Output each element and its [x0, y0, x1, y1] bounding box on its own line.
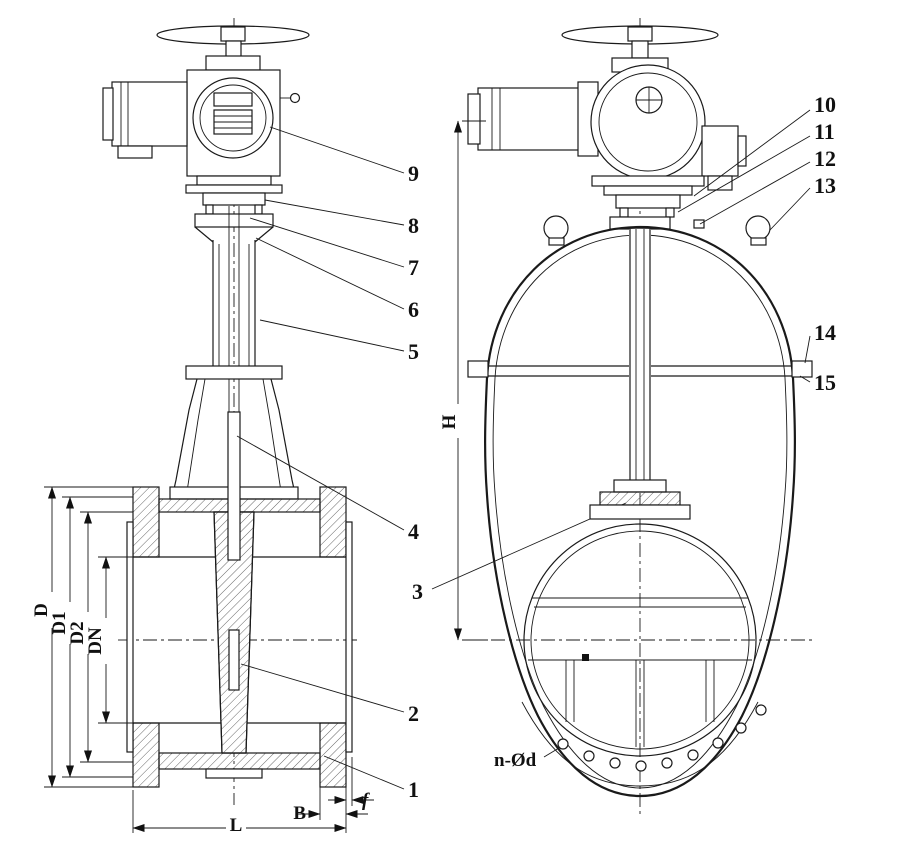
bolt-hole [687, 749, 699, 761]
bolt-hole [712, 737, 724, 749]
callouts-left: 9 8 7 6 5 4 3 2 1 [236, 126, 627, 802]
callout-4-label: 4 [408, 519, 419, 544]
dimension-D: D [31, 486, 133, 788]
callout-9-leader [269, 126, 405, 174]
callout-10-leader [693, 109, 811, 197]
callout-6-label: 6 [408, 297, 419, 322]
callout-13-label: 13 [814, 173, 836, 198]
dim-label-f: f [362, 790, 370, 811]
actuator-left [102, 55, 301, 194]
gate-wedge-left [213, 411, 255, 754]
bolt-hole [661, 757, 673, 769]
dim-label-B: B [293, 803, 306, 824]
bolt-pattern-label: n-Ød [494, 747, 560, 771]
dimension-D2: D2 [67, 511, 133, 763]
eyebolt-right-icon [745, 215, 771, 241]
stem-cover-right [589, 229, 691, 520]
callout-7-label: 7 [408, 255, 419, 280]
cable-gland-icon [707, 175, 733, 191]
dim-label-D1: D1 [49, 611, 70, 634]
callout-12-label: 12 [814, 146, 836, 171]
dimension-f: f [328, 757, 374, 811]
callout-14-label: 14 [814, 320, 836, 345]
callout-11-label: 11 [814, 119, 835, 144]
valve-body-left [126, 486, 353, 788]
callout-11-leader [677, 135, 811, 213]
body-tab-left [467, 360, 489, 378]
valve-stem [227, 411, 241, 561]
dimension-DN: DN [85, 556, 133, 724]
dim-label-n-od: n-Ød [494, 750, 537, 771]
callout-2-leader [240, 663, 405, 713]
right-view-front: H n-Ød 10 11 12 13 14 15 [439, 25, 836, 798]
dimension-D1: D1 [49, 496, 133, 778]
bolt-hole [557, 738, 569, 750]
callout-9-label: 9 [408, 161, 419, 186]
callout-5-label: 5 [408, 339, 419, 364]
dim-label-DN: DN [85, 627, 106, 655]
callout-8-label: 8 [408, 213, 419, 238]
dimension-H: H [439, 120, 488, 641]
bolt-pattern-leader [543, 747, 560, 758]
callout-10-label: 10 [814, 92, 836, 117]
weld-mark-icon [582, 654, 589, 661]
callout-14-leader [804, 335, 811, 364]
actuator-right [467, 57, 747, 230]
dim-label-L: L [230, 815, 243, 836]
callout-8-leader [264, 199, 405, 226]
callout-6-leader [255, 237, 405, 310]
dimension-B: B [293, 769, 368, 824]
callout-15-label: 15 [814, 370, 836, 395]
callout-12-leader [699, 161, 811, 225]
dim-label-D2: D2 [67, 621, 88, 644]
handwheel-left [156, 25, 310, 59]
eyebolt-left-icon [543, 215, 569, 241]
dimension-L: L [132, 757, 347, 836]
callout-15-leader [799, 375, 811, 383]
bolt-hole [635, 760, 647, 772]
callout-2-label: 2 [408, 701, 419, 726]
lifting-eyes [543, 215, 771, 246]
callout-1-label: 1 [408, 777, 419, 802]
bolt-hole [609, 757, 621, 769]
gate-disc-right [523, 523, 757, 757]
body-tab-right [791, 360, 813, 378]
bolt-hole [755, 704, 767, 716]
left-view-side-section: D D1 D2 DN L [31, 25, 627, 836]
bolt-hole [583, 750, 595, 762]
callout-7-leader [249, 217, 405, 268]
bolt-hole [735, 722, 747, 734]
callout-13-leader [769, 187, 811, 231]
callout-4-leader [236, 435, 405, 531]
bottom-flange-right [521, 701, 767, 787]
callouts-right: 10 11 12 13 14 15 [677, 92, 836, 395]
vent-plug-icon [289, 92, 301, 104]
callout-3-label: 3 [412, 579, 423, 604]
handwheel-right [561, 25, 719, 59]
dim-label-H: H [439, 414, 460, 429]
callout-5-leader [259, 319, 405, 352]
dim-label-D: D [31, 603, 52, 617]
valve-body-right [467, 225, 813, 798]
callout-1-leader [323, 755, 405, 790]
